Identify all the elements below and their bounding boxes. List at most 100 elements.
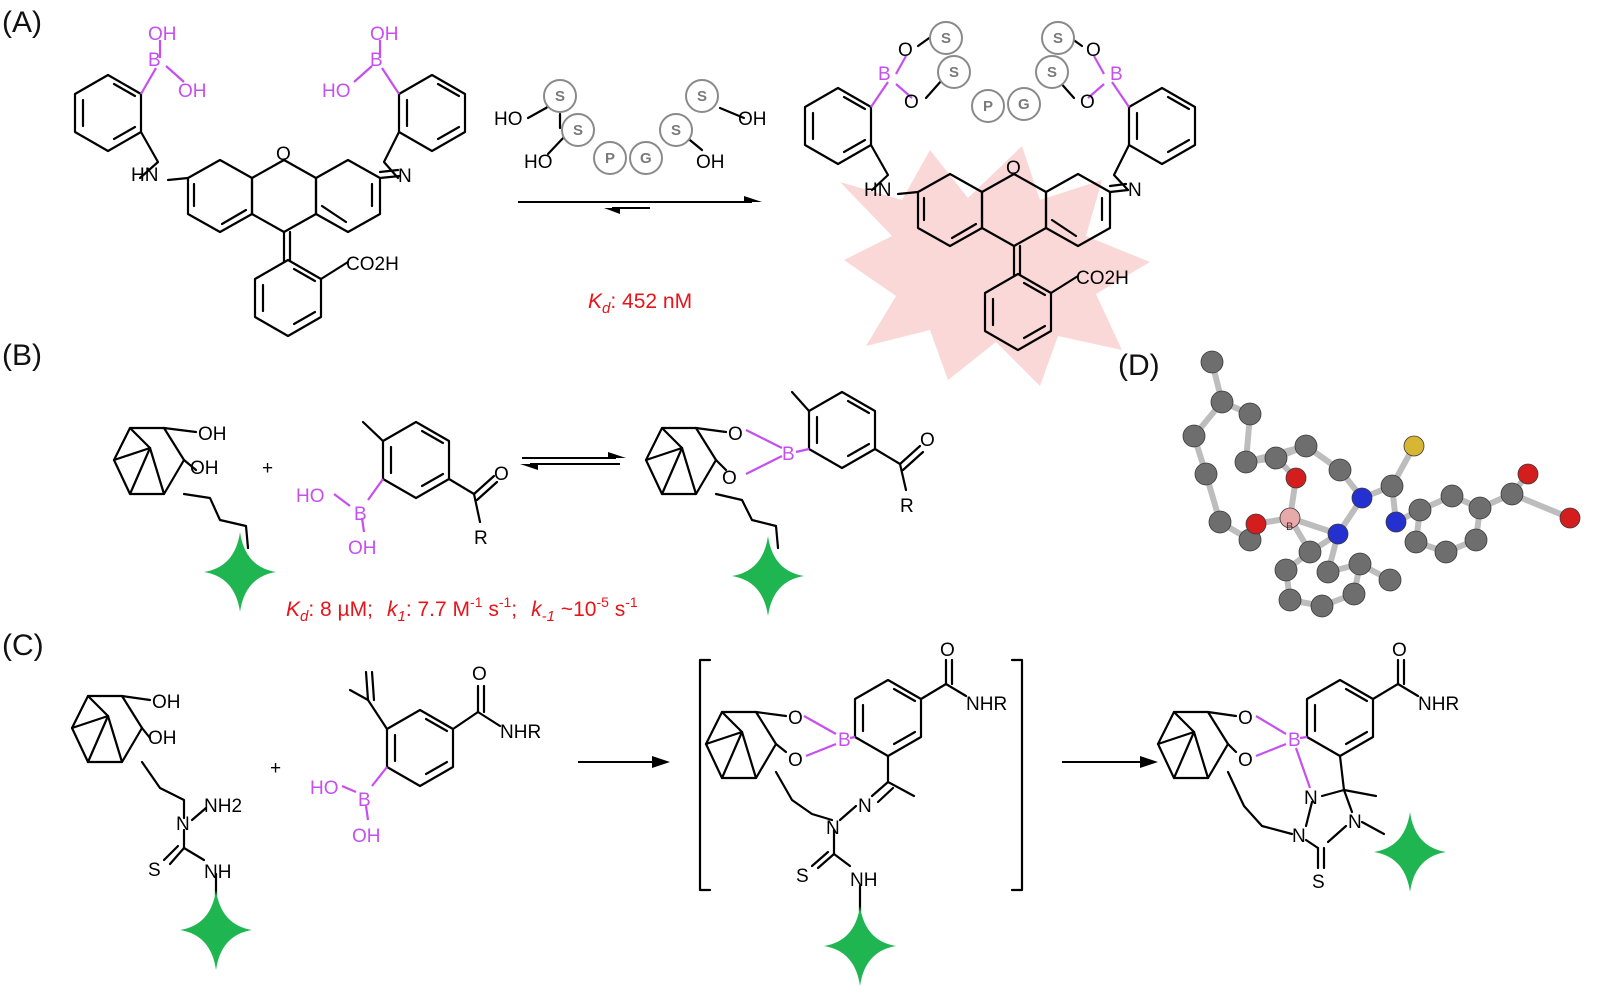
panel-label-d: (D)	[1118, 349, 1160, 382]
crystal-atom	[1274, 558, 1298, 582]
atom-b: B	[782, 444, 795, 465]
atom-ho: HO	[524, 152, 553, 173]
atom-s: S	[148, 860, 161, 881]
atom-n: N	[1304, 788, 1318, 809]
atom-o: O	[1006, 158, 1021, 179]
crystal-atom	[1278, 588, 1302, 612]
peptide-s: S	[671, 122, 681, 139]
atom-b: B	[354, 504, 367, 525]
atom-o: O	[1086, 40, 1101, 61]
crystal-structure-model	[1182, 350, 1581, 618]
crystal-atom	[1500, 482, 1524, 506]
atom-ho: HO	[296, 486, 325, 507]
panel-c-iminoboronate-product	[1156, 658, 1446, 892]
atom-oh: OH	[198, 424, 227, 445]
peptide-s: S	[1047, 64, 1057, 81]
atom-nh: NH	[204, 862, 231, 883]
peptide-g: G	[640, 150, 652, 167]
crystal-atom	[1464, 528, 1488, 552]
crystal-atom	[1264, 446, 1288, 470]
atom-o: O	[1238, 708, 1253, 729]
atom-o: O	[276, 144, 291, 165]
atom-b: B	[370, 50, 383, 71]
atom-b: B	[148, 50, 161, 71]
atom-b: B	[1286, 521, 1293, 533]
atom-oh: OH	[738, 109, 767, 130]
atom-nh: NH	[850, 870, 877, 891]
crystal-atom	[1234, 450, 1258, 474]
atom-oh: OH	[178, 81, 207, 102]
atom-o: O	[904, 92, 919, 113]
atom-o: O	[1392, 640, 1407, 661]
crystal-atom	[1351, 487, 1373, 509]
crystal-atom	[1380, 474, 1404, 498]
atom-oh: OH	[148, 24, 177, 45]
peptide-p: P	[605, 150, 615, 167]
panel-a-probe	[73, 40, 467, 338]
atom-b: B	[878, 64, 891, 85]
peptide-s: S	[1053, 30, 1063, 47]
atom-oh: OH	[190, 458, 219, 479]
atom-o: O	[728, 424, 743, 445]
crystal-atom	[1245, 513, 1267, 535]
atom-o: O	[920, 430, 935, 451]
panel-label-c: (C)	[2, 629, 44, 662]
atom-oh: OH	[696, 152, 725, 173]
panel-label-a: (A)	[2, 6, 42, 39]
crystal-atom	[1404, 530, 1428, 554]
atom-o: O	[788, 750, 803, 771]
atom-n: N	[1292, 826, 1306, 847]
panel-c-thiosemicarbazide	[70, 694, 252, 970]
atom-ho: HO	[310, 778, 339, 799]
crystal-atom	[1279, 507, 1301, 529]
atom-oh: OH	[370, 24, 399, 45]
atom-ho: HO	[494, 109, 523, 130]
atom-nhr: NHR	[966, 694, 1007, 715]
atom-n: N	[398, 166, 412, 187]
crystal-atom	[1316, 560, 1340, 584]
atom-nhr: NHR	[1418, 694, 1459, 715]
crystal-atom	[1328, 458, 1352, 482]
reaction-arrow-c1	[578, 756, 670, 768]
atom-co2h: CO2H	[346, 254, 399, 275]
atom-n: N	[1348, 812, 1362, 833]
atom-r: R	[474, 528, 488, 549]
peptide-g: G	[1018, 96, 1030, 113]
atom-oh: OH	[348, 538, 377, 559]
crystal-atom	[1238, 402, 1262, 426]
peptide-p: P	[983, 98, 993, 115]
equilibrium-arrow-b	[520, 452, 626, 470]
peptide-s: S	[555, 88, 565, 105]
crystal-atom	[1200, 350, 1224, 374]
atom-n: N	[826, 818, 840, 839]
dissociation-constant-a: Kd: 452 nM	[588, 290, 692, 317]
reaction-arrow-c2	[1062, 756, 1158, 768]
crystal-atom	[1327, 523, 1349, 545]
atom-b: B	[1110, 64, 1123, 85]
atom-o: O	[494, 464, 509, 485]
atom-o: O	[898, 40, 913, 61]
atom-o: O	[940, 640, 955, 661]
crystal-atom	[1408, 498, 1432, 522]
crystal-atom	[1310, 594, 1334, 618]
atom-oh: OH	[148, 728, 177, 749]
crystal-atom	[1208, 510, 1232, 534]
peptide-s: S	[573, 122, 583, 139]
atom-nh2: NH2	[204, 796, 242, 817]
crystal-atom	[1342, 582, 1366, 606]
atom-o: O	[472, 664, 487, 685]
atom-co2h: CO2H	[1076, 268, 1129, 289]
atom-ho: HO	[322, 81, 351, 102]
panel-label-b: (B)	[2, 339, 42, 372]
atom-nhr: NHR	[500, 722, 541, 743]
crystal-atom	[1517, 463, 1539, 485]
atom-oh: OH	[152, 692, 181, 713]
crystal-atom	[1182, 424, 1206, 448]
atom-n: N	[176, 814, 190, 835]
plus-sign: +	[262, 458, 273, 479]
crystal-atom	[1298, 540, 1322, 564]
crystal-atom	[1348, 552, 1372, 576]
peptide-s: S	[941, 30, 951, 47]
panel-b-boronate-product	[644, 390, 925, 616]
